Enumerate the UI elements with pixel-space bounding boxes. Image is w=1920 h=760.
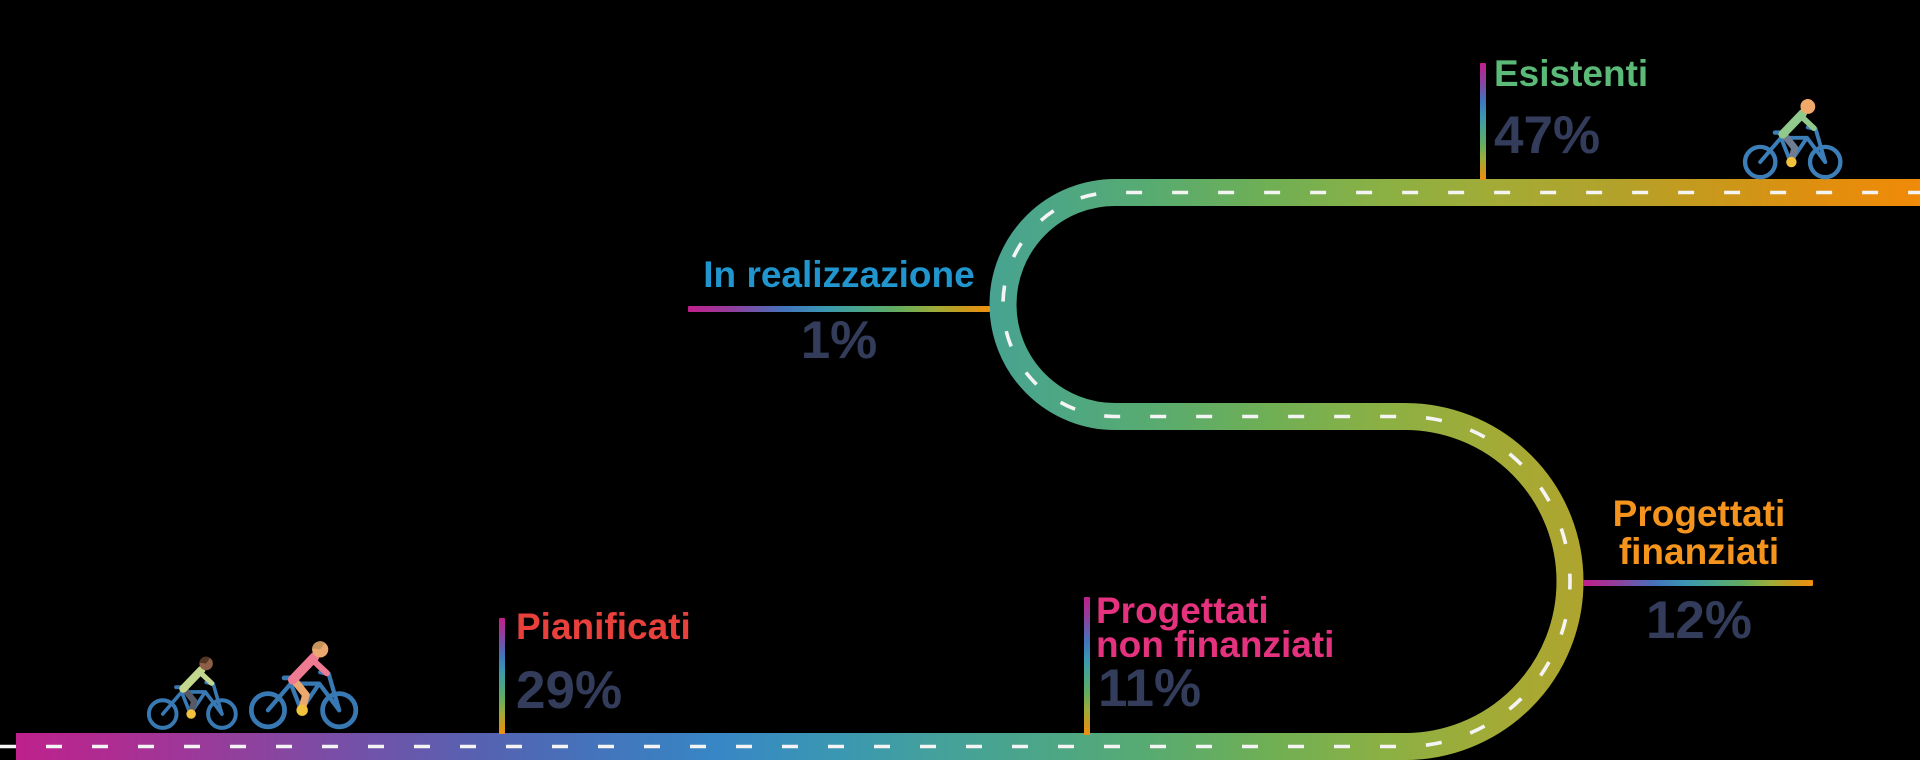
marker-value-esistenti: 47%	[1494, 106, 1601, 165]
marker-value-progettati-non-finanziati: 11%	[1098, 659, 1202, 718]
marker-label-text: Progettati	[1096, 590, 1269, 631]
marker-label-esistenti: Esistenti	[1494, 53, 1649, 94]
marker-value-pianificati: 29%	[516, 661, 623, 720]
marker-label-text: Progettati	[1612, 493, 1786, 534]
marker-label-progettati-finanziati: Progettati finanziati	[1583, 495, 1815, 571]
road-center-dashes	[0, 190, 1920, 749]
marker-label-text: Esistenti	[1494, 53, 1649, 94]
marker-line-in-realizzazione	[688, 306, 990, 312]
marker-line-pianificati	[499, 618, 505, 734]
marker-label-text: finanziati	[1618, 531, 1780, 572]
cyclist-icon-top-right	[1742, 96, 1846, 183]
marker-label-text: Pianificati	[516, 606, 691, 647]
marker-line-esistenti	[1480, 63, 1486, 180]
marker-label-text: non finanziati	[1096, 624, 1335, 665]
marker-label-text: In realizzazione	[703, 254, 975, 295]
marker-label-pianificati: Pianificati	[516, 606, 691, 647]
marker-line-progettati-finanziati	[1583, 580, 1813, 586]
marker-label-progettati-non-finanziati: Progettati non finanziati	[1096, 590, 1335, 665]
marker-line-progettati-non-finanziati	[1084, 597, 1090, 735]
marker-value-progettati-finanziati: 12%	[1645, 591, 1753, 650]
cyclist-icon-bottom-woman	[248, 638, 362, 733]
marker-label-in-realizzazione: In realizzazione	[688, 254, 990, 295]
cyclist-icon-bottom-child	[146, 654, 241, 733]
marker-value-in-realizzazione: 1%	[800, 311, 878, 370]
